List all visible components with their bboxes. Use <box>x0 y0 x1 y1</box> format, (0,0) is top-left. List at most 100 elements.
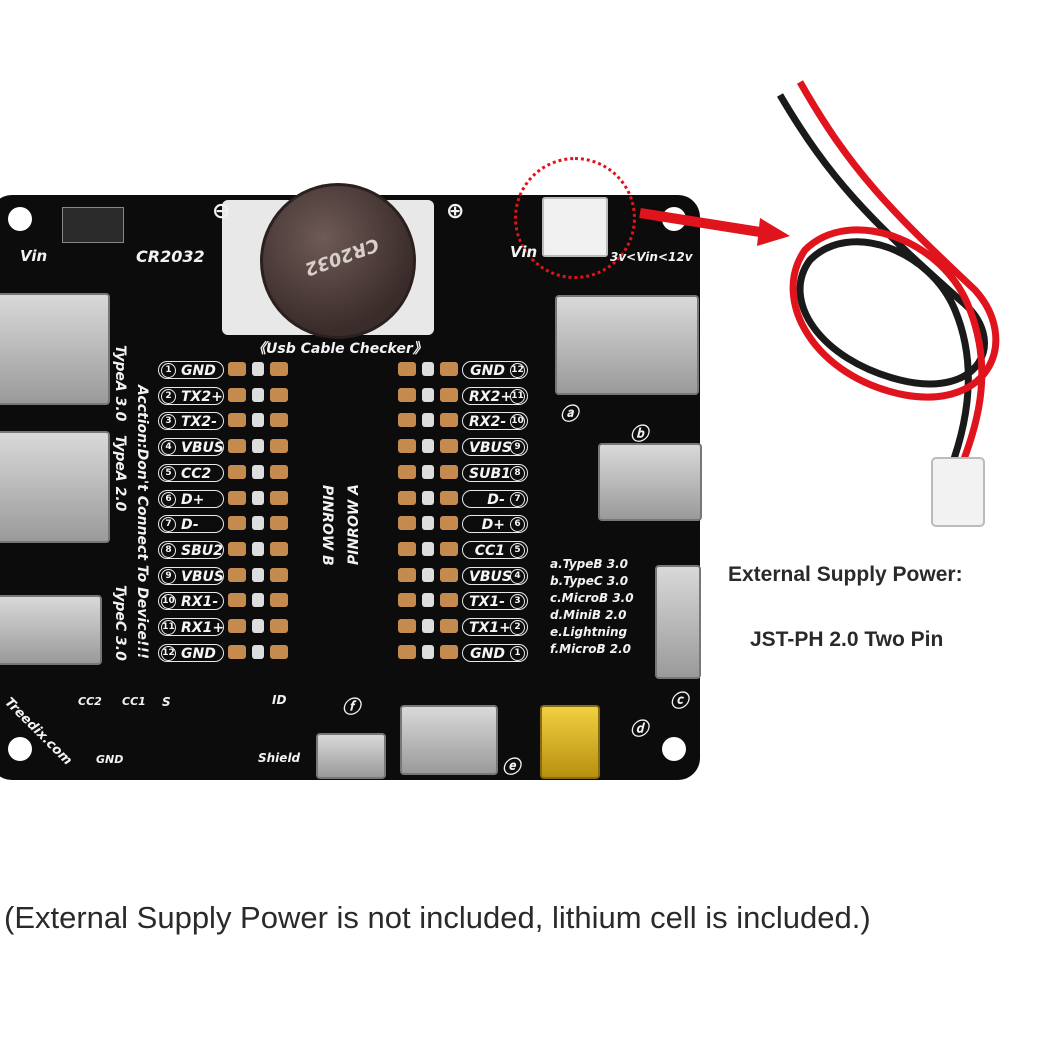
legend-item: d.MiniB 2.0 <box>550 608 627 622</box>
pin-number: 1 <box>510 645 525 661</box>
pin-label: 3 TX2- <box>158 412 224 431</box>
solder-pad <box>398 593 416 608</box>
mount-hole-bottom-right <box>662 737 686 761</box>
pin-pads <box>228 490 288 507</box>
port-marker-f: ⓕ <box>342 697 360 718</box>
pin-pads <box>398 413 458 429</box>
solder-pad <box>422 490 434 505</box>
solder-pad <box>228 516 246 531</box>
solder-pad <box>422 541 434 556</box>
solder-pad <box>252 644 264 659</box>
solder-pad <box>398 490 416 505</box>
supply-power-title: External Supply Power: <box>728 563 963 586</box>
solder-pad <box>270 439 288 454</box>
port-marker-e: ⓔ <box>502 757 520 778</box>
solder-pad <box>422 439 434 454</box>
checker-title: 《Usb Cable Checker》 <box>252 341 427 357</box>
pin-number: 3 <box>161 414 176 430</box>
solder-pad <box>252 593 264 608</box>
pin-number: 4 <box>510 568 525 584</box>
pin-number: 3 <box>510 594 525 610</box>
solder-pad <box>252 567 264 582</box>
pin-name: RX1+ <box>181 620 225 636</box>
jst-highlight-circle <box>514 157 636 279</box>
pin-pads <box>398 387 458 404</box>
s-label: S <box>162 695 171 709</box>
pin-name: D+ <box>181 491 205 508</box>
solder-pad <box>252 619 264 633</box>
mount-hole-top-right <box>662 207 686 231</box>
solder-pad <box>440 516 458 531</box>
pin-pads <box>398 619 458 635</box>
solder-pad <box>398 413 416 428</box>
minib-20-port <box>540 705 600 779</box>
pin-pads <box>398 541 458 558</box>
solder-pad <box>228 464 246 479</box>
solder-pad <box>228 619 246 633</box>
pin-pads <box>398 464 458 481</box>
solder-pad <box>440 362 458 376</box>
pin-name: TX2+ <box>181 388 223 405</box>
pin-number: 2 <box>510 620 525 635</box>
solder-pad <box>440 619 458 633</box>
solder-pad <box>270 490 288 505</box>
solder-pad <box>228 541 246 556</box>
legend-item: c.MicroB 3.0 <box>550 591 634 605</box>
solder-pad <box>422 387 434 402</box>
pin-pads <box>398 362 458 378</box>
pin-name: SBU2 <box>181 542 223 559</box>
solder-pad <box>440 490 458 505</box>
pin-pads <box>228 413 288 429</box>
solder-pad <box>440 593 458 608</box>
mount-hole-top-left <box>8 207 32 231</box>
pin-name: TX2- <box>181 414 217 431</box>
pin-number: 5 <box>510 542 525 558</box>
pin-pads <box>398 593 458 609</box>
pin-pads <box>398 490 458 507</box>
id-label: ID <box>272 693 287 707</box>
cr2032-switch-label: CR2032 <box>136 247 205 266</box>
pin-name: VBUS <box>181 568 224 585</box>
legend-item: b.TypeC 3.0 <box>550 574 629 588</box>
pin-number: 11 <box>510 388 525 404</box>
pin-name: GND <box>181 363 216 379</box>
solder-pad <box>270 362 288 376</box>
pin-number: 8 <box>510 465 525 481</box>
bottom-caption: (External Supply Power is not included, … <box>4 900 871 935</box>
solder-pad <box>422 644 434 659</box>
cc2-label: CC2 <box>78 695 102 708</box>
solder-pad <box>228 362 246 376</box>
solder-pad <box>270 644 288 659</box>
solder-pad <box>252 464 264 479</box>
side-text-typec30: TypeC 3.0 <box>112 585 128 661</box>
side-text-warning: Acction:Don't Connect To Device!!! <box>134 385 150 660</box>
solder-pad <box>252 490 264 505</box>
pinrow-a-label: PINROW A <box>346 483 362 565</box>
solder-pad <box>422 464 434 479</box>
pin-name: VBUS <box>469 568 512 585</box>
legend-item: e.Lightning <box>550 625 628 639</box>
pin-name: SUB1 <box>469 465 511 482</box>
pin-number: 10 <box>161 594 176 610</box>
cc1-label: CC1 <box>122 695 146 708</box>
pin-pads <box>228 439 288 455</box>
solder-pad <box>440 413 458 428</box>
pin-number: 9 <box>510 440 525 456</box>
